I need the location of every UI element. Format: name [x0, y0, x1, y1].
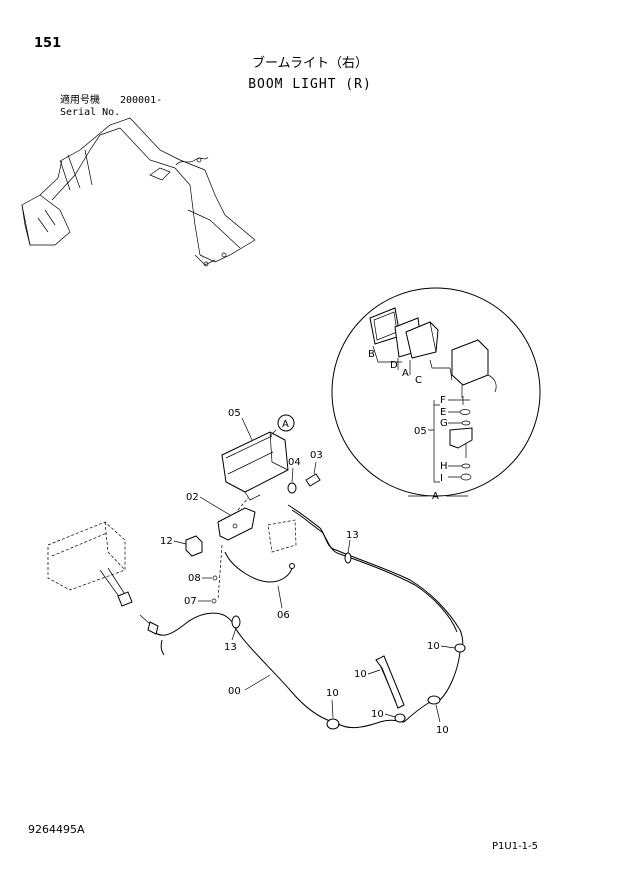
callout-03: 03	[310, 450, 323, 461]
detail-part-i-label: I	[440, 473, 443, 484]
upper-harness: 13 10	[287, 504, 466, 701]
callout-02: 02	[186, 492, 199, 503]
work-light-assembly: A 05	[221, 408, 295, 501]
detail-part-a-label: A	[402, 368, 409, 379]
callout-10-d: 10	[436, 725, 449, 736]
page-code: P1U1-1-5	[492, 841, 539, 852]
title-japanese: ブームライト（右）	[252, 56, 368, 71]
detail-part-f-label: F	[440, 395, 446, 406]
wire-harness-06: 06	[224, 551, 295, 621]
main-harness-00: 13 00 10	[139, 612, 405, 730]
callout-05: 05	[228, 408, 241, 419]
detail-circle	[331, 287, 541, 497]
callout-13-lower: 13	[224, 642, 237, 653]
title-english: BOOM LIGHT (R)	[248, 77, 372, 92]
nut-12: 12	[160, 535, 203, 557]
callout-10-e: 10	[371, 709, 384, 720]
boom-section	[47, 521, 133, 607]
mounting-bracket: 02	[186, 492, 256, 541]
callout-08: 08	[188, 573, 201, 584]
callout-04: 04	[288, 457, 301, 468]
detail-part-b-label: B	[368, 349, 375, 360]
detail-part-e-label: E	[440, 407, 446, 418]
callout-13-upper: 13	[346, 530, 359, 541]
detail-group-05-label: 05	[414, 426, 427, 437]
cover-plate	[267, 519, 297, 553]
page-number: 151	[34, 36, 62, 51]
serial-label-english: Serial No.	[60, 107, 121, 118]
screws-07-08: 08 07	[184, 544, 223, 607]
clamp-group: 10 10 10	[354, 655, 449, 736]
callout-07: 07	[184, 596, 197, 607]
callout-00: 00	[228, 686, 241, 697]
callout-10-b: 10	[427, 641, 440, 652]
detail-part-g-label: G	[440, 418, 448, 429]
detail-a-reference-circle	[277, 414, 295, 432]
detail-view-a: B D A C F E G 05 H I A	[331, 287, 541, 502]
serial-label-japanese: 適用号機	[60, 95, 100, 106]
detail-a-reference-label: A	[282, 419, 289, 430]
document-number: 9264495A	[28, 823, 85, 836]
detail-section-label: A	[432, 491, 439, 502]
callout-10-c: 10	[354, 669, 367, 680]
detail-part-d-label: D	[390, 360, 398, 371]
boom-overview-sketch	[21, 117, 256, 267]
washer-and-bolt: 04 03	[287, 450, 323, 494]
detail-part-c-label: C	[415, 375, 422, 386]
callout-06: 06	[277, 610, 290, 621]
serial-value: 200001-	[120, 95, 163, 106]
detail-part-h-label: H	[440, 461, 448, 472]
callout-12: 12	[160, 536, 173, 547]
callout-10-a: 10	[326, 688, 339, 699]
